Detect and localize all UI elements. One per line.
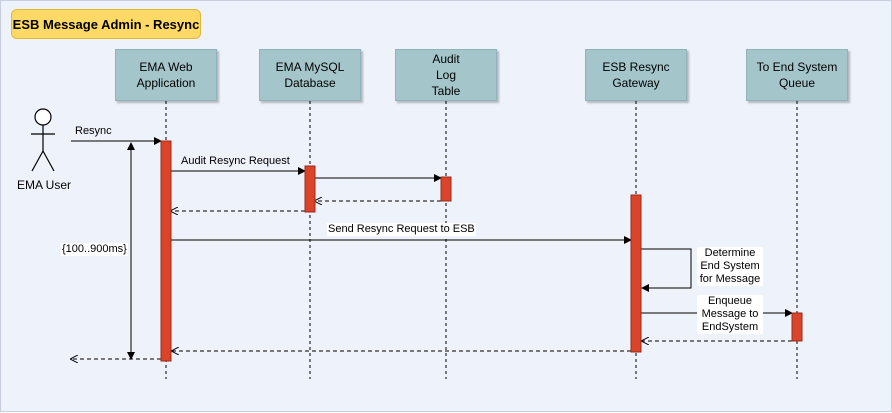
lane-header-gateway: ESB Resync Gateway (585, 49, 687, 101)
activation-queue (791, 312, 803, 342)
activation-audit-log (440, 176, 452, 202)
msg-resync-label: Resync (75, 125, 112, 137)
user-actor-icon (31, 108, 55, 172)
activation-gateway (630, 194, 642, 353)
msg-enqueue-label: Enqueue Message to EndSystem (697, 295, 763, 334)
lane-header-web-app: EMA Web Application (115, 49, 217, 101)
msg-audit-request-label: Audit Resync Request (181, 155, 290, 167)
msg-determine-self (641, 248, 692, 292)
activation-mysql (304, 165, 316, 213)
activation-web-app (160, 140, 172, 362)
diagram-title: ESB Message Admin - Resync (11, 9, 201, 39)
actor-label: EMA User (17, 178, 72, 192)
lane-header-queue: To End System Queue (746, 49, 848, 101)
msg-send-request-label: Send Resync Request to ESB (327, 223, 476, 236)
duration-label: {100..900ms} (61, 243, 128, 256)
lane-header-mysql: EMA MySQL Database (259, 49, 361, 101)
lane-header-audit-log: Audit Log Table (395, 49, 497, 101)
msg-determine-label: Determine End System for Message (697, 247, 763, 286)
